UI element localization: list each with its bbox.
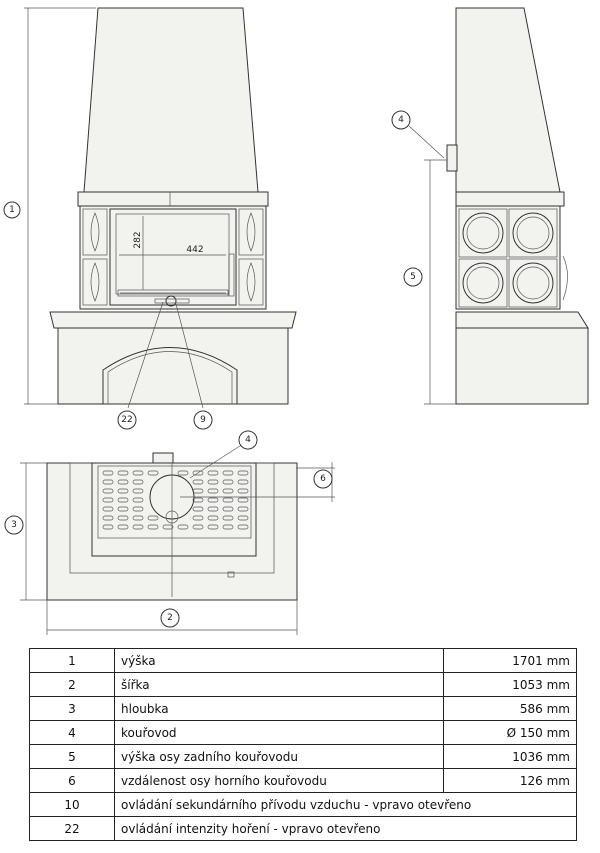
svg-text:22: 22 <box>121 415 132 425</box>
svg-text:4: 4 <box>245 435 251 445</box>
row-number: 22 <box>29 816 115 841</box>
svg-text:6: 6 <box>320 474 326 484</box>
svg-text:5: 5 <box>410 272 416 282</box>
callout-2: 2 <box>160 608 180 628</box>
row-description: výška <box>114 648 444 673</box>
row-number: 1 <box>29 648 115 673</box>
side-view <box>408 7 589 405</box>
row-value: 126 mm <box>443 768 577 793</box>
callout-1: 1 <box>3 201 21 219</box>
callout-22: 22 <box>117 410 137 430</box>
row-value: Ø 150 mm <box>443 720 577 745</box>
svg-text:4: 4 <box>398 115 404 125</box>
row-value: 586 mm <box>443 696 577 721</box>
row-description: ovládání intenzity hoření - vpravo otevř… <box>114 816 577 841</box>
dim-opening-width: 442 <box>186 245 203 255</box>
top-view <box>20 443 335 635</box>
dim-opening-height: 282 <box>133 231 143 248</box>
row-number: 10 <box>29 792 115 817</box>
callout-3: 3 <box>4 515 24 535</box>
row-description: vzdálenost osy horního kouřovodu <box>114 768 444 793</box>
callout-9: 9 <box>193 410 213 430</box>
opening-dimensions: 282 442 <box>119 216 226 290</box>
row-value: 1053 mm <box>443 672 577 697</box>
svg-text:3: 3 <box>11 520 17 530</box>
row-number: 3 <box>29 696 115 721</box>
svg-text:2: 2 <box>167 613 173 623</box>
vent-grid <box>102 470 249 530</box>
row-value: 1036 mm <box>443 744 577 769</box>
callout-4-side: 4 <box>391 110 411 130</box>
row-description: kouřovod <box>114 720 444 745</box>
row-number: 4 <box>29 720 115 745</box>
row-description: šířka <box>114 672 444 697</box>
row-description: výška osy zadního kouřovodu <box>114 744 444 769</box>
front-view: 282 442 <box>24 7 297 409</box>
row-number: 5 <box>29 744 115 769</box>
callout-4-top: 4 <box>238 430 258 450</box>
svg-text:1: 1 <box>9 205 15 215</box>
row-description: hloubka <box>114 696 444 721</box>
row-number: 6 <box>29 768 115 793</box>
callout-5: 5 <box>403 267 423 287</box>
technical-drawing: 282 442 <box>3 7 589 635</box>
svg-text:9: 9 <box>200 415 206 425</box>
row-number: 2 <box>29 672 115 697</box>
callout-6: 6 <box>313 469 333 489</box>
row-description: ovládání sekundárního přívodu vzduchu - … <box>114 792 577 817</box>
row-value: 1701 mm <box>443 648 577 673</box>
